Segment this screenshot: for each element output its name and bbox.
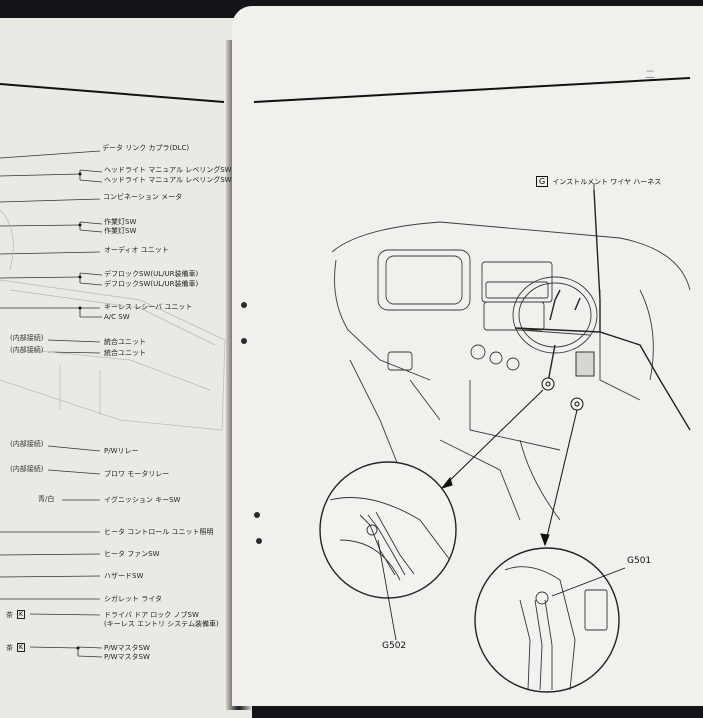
label-pw-relay: P/Wリレー [104, 447, 139, 455]
label-blower-relay: ブロワ モータリレー [104, 470, 170, 478]
ground-g502-label: G502 [382, 641, 407, 651]
wiring-diagram-lines [0, 77, 691, 693]
label-keyless-receiver: キーレス レシーバ ユニット [104, 303, 193, 311]
tag-internal-connection: (内部接続) [10, 440, 44, 448]
tag-internal-connection: (内部接続) [10, 346, 44, 354]
connector-k-badge: K [17, 610, 25, 619]
label-cigarette-lighter: シガレット ライタ [104, 595, 162, 603]
label-pw-master-sw-1: P/WマスタSW [104, 644, 150, 652]
label-integrated-unit-1: 統合ユニット [104, 338, 146, 346]
label-ac-sw: A/C SW [104, 313, 130, 321]
label-headlight-sw-2: ヘッドライト マニュアル レベリングSW [104, 176, 232, 184]
tag-wire-color-brown: 茶 [6, 644, 13, 652]
label-heater-control-light: ヒータ コントロール ユニット照明 [104, 528, 214, 536]
label-hazard-sw: ハザードSW [104, 572, 144, 580]
label-work-light-sw-1: 作業灯SW [104, 218, 137, 226]
harness-title: インストルメント ワイヤ ハーネス [552, 178, 662, 186]
label-heater-fan-sw: ヒータ ファンSW [104, 550, 160, 558]
binder-hole [241, 302, 247, 308]
page-corner-mark: 二 [645, 70, 656, 81]
label-headlight-sw-1: ヘッドライト マニュアル レベリングSW [104, 166, 232, 174]
ground-g501-label: G501 [627, 556, 652, 566]
binder-hole [256, 538, 262, 544]
label-door-lock-sw: ドライバ ドア ロック ノブSW [104, 611, 199, 619]
right-manual-page [232, 6, 703, 706]
label-integrated-unit-2: 統合ユニット [104, 349, 146, 357]
label-ignition-sw: イグニッション キーSW [104, 496, 181, 504]
label-dlc: データ リンク カプラ(DLC) [102, 144, 190, 152]
label-combination-meter: コンビネーション メータ [103, 193, 183, 201]
tag-internal-connection: (内部接続) [10, 334, 44, 342]
tag-wire-color-blue-white: 青/白 [38, 495, 55, 503]
tag-wire-color-brown: 茶 [6, 611, 13, 619]
label-audio-unit: オーディオ ユニット [104, 246, 169, 254]
harness-code-badge: G [536, 176, 549, 187]
label-work-light-sw-2: 作業灯SW [104, 227, 137, 235]
label-keyless-note: (キーレス エントリ システム装備車) [104, 620, 219, 628]
label-pw-master-sw-2: P/WマスタSW [104, 653, 150, 661]
left-manual-page [0, 18, 252, 718]
connector-k-badge: K [17, 643, 25, 652]
binder-hole [241, 338, 247, 344]
binder-hole [254, 512, 260, 518]
tag-internal-connection: (内部接続) [10, 465, 44, 473]
label-diff-lock-sw-1: デフロックSW(UL/UR装備車) [104, 270, 199, 278]
label-diff-lock-sw-2: デフロックSW(UL/UR装備車) [104, 280, 199, 288]
